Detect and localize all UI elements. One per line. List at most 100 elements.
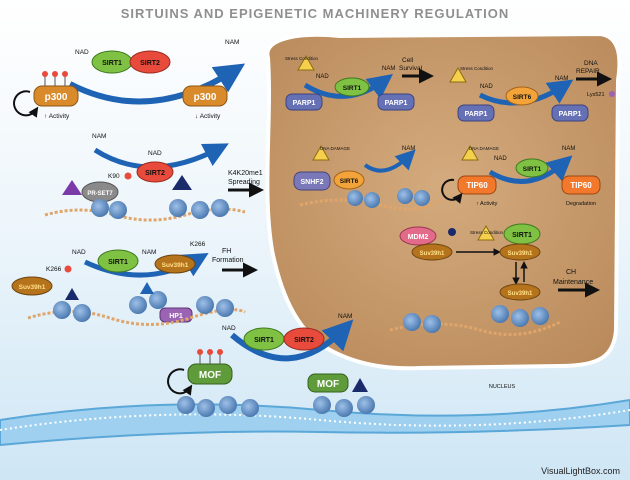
h4k20-module: NAM NAD SIRT2 K90 PR-SET7 K4K20me1 Sprea…	[44, 133, 264, 222]
suv39h1-bottom	[499, 283, 541, 301]
ch-maintenance-module: MDM2 Suv39h1 Stress Condition SIRT1 Suv3…	[389, 223, 600, 336]
ch-maintenance-line1: CH	[566, 269, 576, 276]
acetyl-tags-mof	[197, 349, 223, 364]
tip60-acetylated	[457, 175, 497, 195]
parp-nam-label: NAM	[382, 66, 395, 72]
parp1-left-label: PARP1	[293, 100, 316, 107]
tip60-degradation-label: Degradation	[566, 201, 596, 207]
mdm2-protein	[399, 226, 437, 246]
ch-maintenance-line2: Maintenance	[553, 279, 593, 286]
sirt1-label: SIRT1	[102, 60, 122, 67]
h4k20-triangle-marker	[172, 175, 192, 190]
snhf2-module: DNA DAMAGE NAM SNHF2 SIRT6	[293, 144, 441, 211]
nucleus-label: NUCLEUS	[489, 384, 516, 390]
mof-right-label: MOF	[317, 379, 339, 390]
p300-deacetylated	[182, 85, 228, 107]
suv39h1-right-label: Suv39h1	[162, 262, 189, 269]
sirt1-enzyme-fh	[97, 249, 139, 273]
sirt1-fh-label: SIRT1	[108, 259, 128, 266]
prset7-label: PR-SET7	[87, 191, 113, 197]
methyl-triangle-marker	[62, 180, 82, 195]
mof-deacetylated	[307, 373, 349, 393]
damage-label-2: DNA DAMAGE	[469, 146, 499, 151]
ch-nucleosomes	[403, 305, 549, 333]
p300-activity-up: ↑ Activity	[44, 113, 70, 120]
ubiquitin-marker	[448, 228, 456, 236]
parp-sirt1-arrow	[303, 74, 394, 99]
tip60-activity-label: ↑ Activity	[476, 201, 498, 207]
sirt2-enzyme-mof	[283, 327, 325, 351]
tip60-arrow	[488, 155, 573, 184]
mof-nad-label: NAD	[222, 325, 236, 332]
snhf2-dna-strand	[299, 198, 441, 211]
sirt1-mof-label: SIRT1	[254, 337, 274, 344]
fh-marker-1	[65, 288, 79, 300]
parp1-ribosylated	[551, 104, 589, 122]
diagram-title: SIRTUINS AND EPIGENETIC MACHINERY REGULA…	[121, 6, 510, 21]
suv39h1-left-label: Suv39h1	[19, 284, 46, 291]
sirt2-enzyme-h4k20	[136, 161, 174, 183]
p300-activity-down: ↓ Activity	[195, 113, 221, 120]
sirt1-parp-label: SIRT1	[343, 85, 362, 92]
stress-triangle-2	[449, 66, 467, 83]
acetyl-tags-left	[42, 71, 68, 86]
p300-acetylated	[33, 85, 79, 107]
k266-left-label: K266	[46, 266, 62, 273]
suv39h1-bound	[499, 243, 541, 261]
sirt6-parp-nam-label: NAM	[555, 76, 568, 82]
tip60-module: DNA DAMAGE NAD NAM SIRT1 TIP60 TIP60 ↑ A…	[441, 144, 601, 207]
fh-marker-2	[140, 282, 154, 294]
h4k20-result-line1: K4K20me1	[228, 170, 263, 177]
mof-marker	[352, 378, 368, 392]
stress-triangle-1	[297, 54, 315, 71]
cell-survival-line1: Cell	[402, 57, 414, 64]
sirt1-tip60-enzyme	[515, 158, 549, 178]
sirt6-parp-nad-label: NAD	[480, 84, 493, 90]
sirt2-enzyme	[129, 50, 171, 74]
snhf2-protein	[293, 171, 331, 191]
k90-label: K90	[108, 173, 120, 180]
snhf2-arrow	[363, 149, 416, 173]
damage-triangle-1	[312, 144, 330, 161]
mof-module: NAD NAM SIRT1 SIRT2 MOF MOF	[167, 313, 375, 417]
snhf2-nam-label: NAM	[402, 146, 415, 152]
fh-module: NAD NAM SIRT1 Suv39h1 K266 Suv39h1 K266 …	[11, 241, 258, 326]
suv39h1-right	[154, 254, 196, 274]
suv39h1-mdm2-label: Suv39h1	[420, 251, 445, 257]
sirt1-parp-enzyme	[334, 77, 370, 97]
fh-result-line1: FH	[222, 248, 231, 255]
dna-repair-line2: REPAIR	[576, 68, 600, 75]
suv39h1-bound-label: Suv39h1	[508, 251, 533, 257]
parp1-acetylated	[285, 93, 323, 111]
mof-deacetylation-arrow	[230, 319, 354, 362]
h4k20-nucleosomes	[91, 199, 229, 219]
stress-triangle-3	[477, 224, 495, 241]
tip60-autoacetylation-loop	[441, 178, 463, 204]
sirt2-h4k20-label: SIRT2	[145, 170, 165, 177]
parp-nad-label: NAD	[316, 74, 329, 80]
suv39h1-mdm2	[411, 243, 453, 261]
h4k20-nad-label: NAD	[148, 150, 162, 157]
p300-autoacetylation-loop	[13, 90, 39, 118]
k266-right-label: K266	[190, 241, 206, 248]
parp-sirt6-module: Stress Condition NAD NAM SIRT6 PARP1 PAR…	[449, 60, 615, 122]
parp1-unmodified	[457, 104, 495, 122]
mof-left-label: MOF	[199, 370, 221, 381]
stress-label-2: Stress Condition	[460, 66, 494, 71]
nucleus-region	[265, 31, 622, 371]
suv39h1-bottom-label: Suv39h1	[508, 291, 533, 297]
p300-module: NAD NAM SIRT1 SIRT2 p300 ↑ Activity p300…	[13, 39, 246, 120]
k90-acetyl-tag	[124, 172, 132, 180]
parp1-deacetylated	[377, 93, 415, 111]
tip60-deacetylated	[561, 175, 601, 195]
sirt6-snhf2-enzyme	[333, 170, 365, 190]
tip60-left-label: TIP60	[466, 181, 488, 190]
fh-nad-label: NAD	[72, 249, 86, 256]
tip60-nam-label: NAM	[562, 146, 575, 152]
mof-nam-label: NAM	[338, 313, 352, 320]
lys521-marker	[609, 91, 615, 97]
p300-right-label: p300	[194, 92, 217, 103]
fh-dna-strand	[27, 308, 246, 326]
